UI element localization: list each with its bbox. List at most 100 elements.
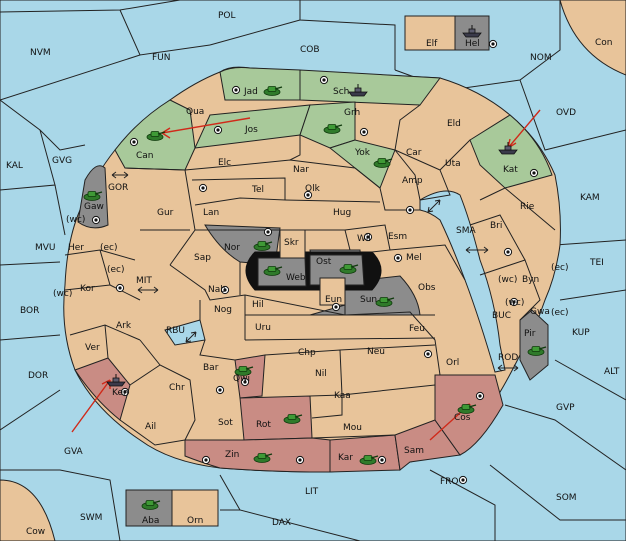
label-nar: Nar [293,165,309,175]
label-sch: Sch [333,87,349,97]
region-qwi[interactable] [234,354,266,399]
label-sap: Sap [194,253,211,263]
label-kal: KAL [6,161,23,171]
label-car: Car [406,148,422,158]
label-orl: Orl [446,358,459,368]
label-ark: Ark [116,321,132,331]
label-nvm: NVM [30,48,51,58]
label-sot: Sot [218,418,233,428]
label-lan: Lan [203,208,219,218]
label-fro: FRO [440,477,459,487]
label-olk: Olk [305,184,321,194]
label-ost: Ost [316,257,332,267]
region-jad[interactable] [219,67,301,101]
label-kam: KAM [580,193,600,203]
label-orn: Orn [187,516,203,526]
label-hil: Hil [252,300,264,310]
label-nab: Nab [208,285,226,295]
label-yok: Yok [354,148,371,158]
label-swm: SWM [80,513,102,523]
region-orn[interactable] [171,489,219,527]
label-con: Con [595,38,613,48]
label-elc: Elc [218,158,231,168]
region-rot[interactable] [239,395,313,441]
label-mit: MIT [136,276,152,286]
label-alt: ALT [604,367,620,377]
label-mou: Mou [343,423,362,433]
label-rbu: RBU [166,326,185,336]
label-kor-wc: (wc) [53,289,72,299]
label-kat: Kat [503,165,518,175]
label-ail: Ail [145,422,156,432]
label-chr: Chr [169,383,185,393]
label-nog: Nog [214,305,232,315]
label-obs: Obs [418,283,436,293]
label-dax: DAX [272,518,291,528]
connectors [111,171,519,372]
label-kaa: Kaa [334,391,351,401]
region-pir[interactable] [519,309,549,381]
label-som: SOM [556,493,577,503]
label-buc: BUC [492,311,511,321]
label-gva: GVA [64,447,84,457]
region-cos[interactable] [434,374,504,456]
label-byn: Byn [522,275,539,285]
label-jad: Jad [243,87,258,97]
label-sun: Sun [360,295,377,305]
label-byn-wc: (wc) [498,275,517,285]
label-eun: Eun [325,295,342,305]
label-bar: Bar [203,363,219,373]
label-rie: Rie [520,202,535,212]
label-her-ec: (ec) [100,243,118,253]
label-mel: Mel [406,253,422,263]
region-ken[interactable] [74,357,131,421]
label-tei: TEI [589,258,604,268]
label-gor: GOR [108,183,128,193]
label-uru: Uru [255,323,271,333]
label-wil: Wil [357,234,371,244]
label-web: Web [286,273,306,283]
label-ken: Ken [112,388,129,398]
interior-borders [64,104,556,446]
label-nor: Nor [224,243,240,253]
label-pol: POL [218,11,236,21]
label-gur: Gur [157,208,174,218]
label-grh: Grh [344,108,360,118]
label-nom: NOM [530,53,552,63]
label-feu: Feu [409,324,425,334]
label-bri: Bri [490,221,502,231]
label-gvg: GVG [52,156,72,166]
label-hug: Hug [333,208,351,218]
label-kor-ec: (ec) [107,265,125,275]
label-uta: Uta [445,159,461,169]
label-cos: Cos [454,413,471,423]
label-kup: KUP [572,328,590,338]
label-gwa: Gwa [530,307,550,317]
label-her: Her [68,243,84,253]
label-gwa-wc: (wc) [505,298,524,308]
label-her-wc: (wc) [66,215,85,225]
label-amp: Amp [402,176,423,186]
label-dor: DOR [28,371,48,381]
label-chp: Chp [298,348,316,358]
label-pir: Pir [524,329,536,339]
label-gaw: Gaw [84,202,104,212]
label-can: Can [136,151,154,161]
label-cow: Cow [26,527,45,537]
region-yok[interactable] [328,139,396,189]
label-elf: Elf [426,39,438,49]
label-ver: Ver [85,343,100,353]
territory-labels: POL NVM FUN COB Con NOM Elf Hel OVD KAL … [6,11,620,537]
label-tel: Tel [251,185,264,195]
label-byn-ec: (ec) [551,263,569,273]
label-aba: Aba [142,516,159,526]
region-eun-land[interactable] [319,277,346,306]
label-eld: Eld [447,119,461,129]
label-kor: Kor [80,284,95,294]
label-gvp: GVP [556,403,575,413]
label-hel: Hel [465,39,480,49]
label-fun: FUN [152,53,171,63]
label-cob: COB [300,45,320,55]
